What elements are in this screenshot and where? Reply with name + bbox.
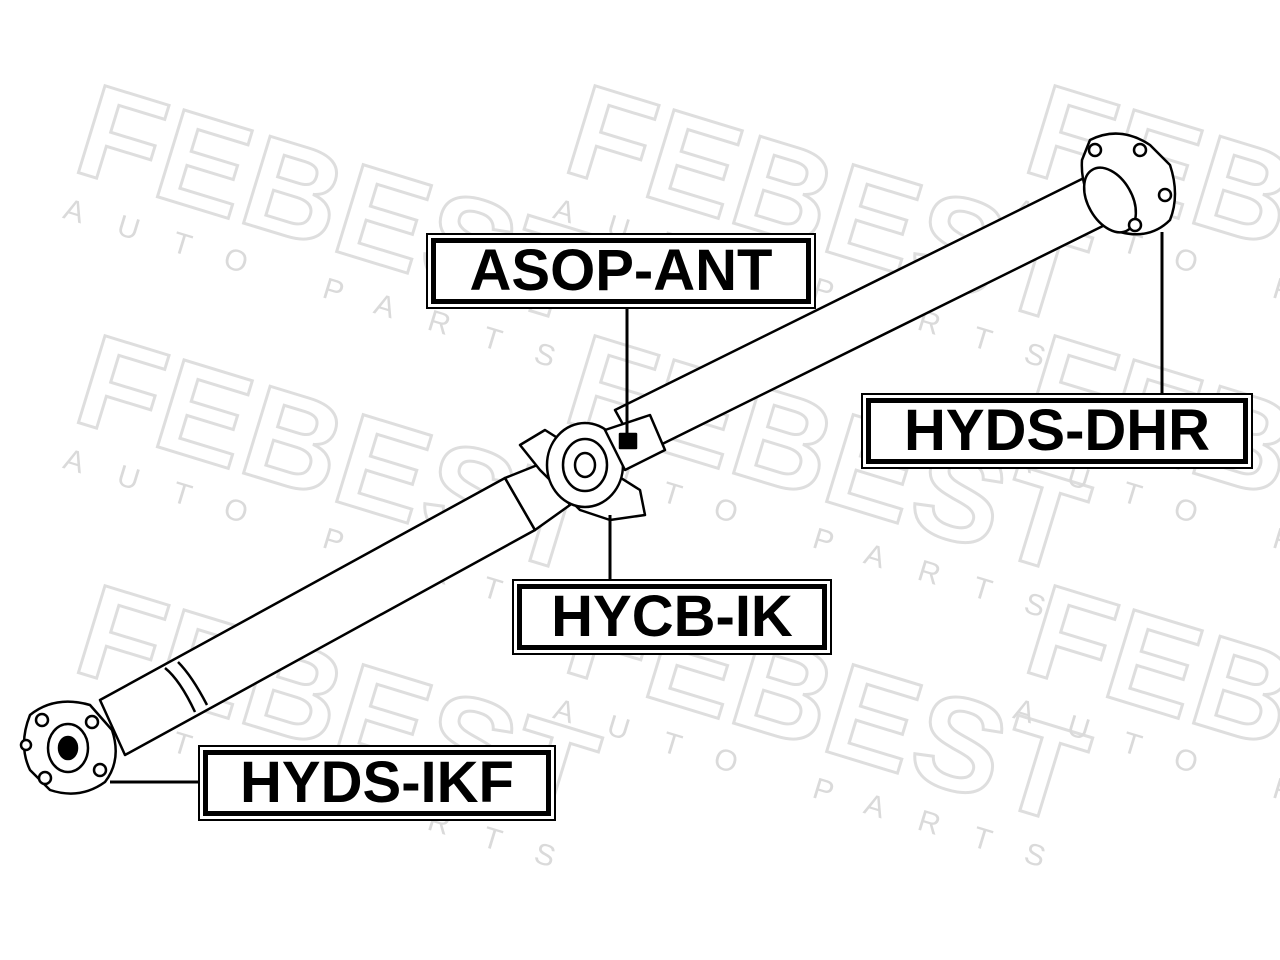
flex-disc-bolt xyxy=(92,762,108,778)
driveshaft-drawing xyxy=(19,132,1177,795)
flex-disc-bolt xyxy=(37,770,53,786)
front-flex-disc xyxy=(19,700,117,795)
rear-flex-disc xyxy=(1080,132,1177,236)
tube-weld-ring xyxy=(164,667,197,713)
callout-asop-ant: ASOP-ANT xyxy=(431,238,811,304)
flex-disc-bolt xyxy=(34,712,50,728)
center-bearing-core xyxy=(573,451,597,479)
front-flex-disc-center xyxy=(57,735,79,761)
callout-hyds-ikf: HYDS-IKF xyxy=(203,750,551,816)
tube-weld-ring xyxy=(177,661,209,706)
flex-disc-bolt xyxy=(84,714,100,730)
center-bearing xyxy=(518,421,647,522)
callout-hyds-dhr: HYDS-DHR xyxy=(866,398,1248,464)
callout-hycb-ik: HYCB-IK xyxy=(517,584,827,650)
leader-lines xyxy=(110,232,1164,784)
flex-disc-bolt xyxy=(19,738,33,752)
